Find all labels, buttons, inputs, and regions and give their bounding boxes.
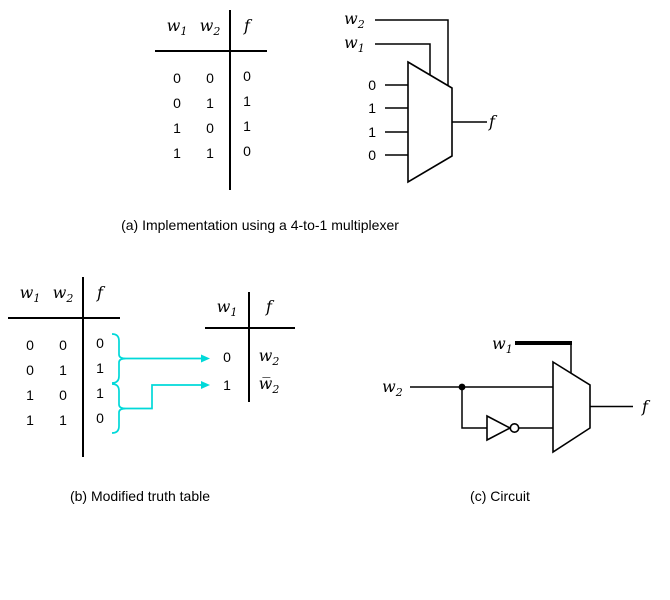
table-a-cell: 1	[173, 145, 181, 161]
table-a-cell: 0	[206, 120, 214, 136]
mux-a-data-label-0: 0	[368, 77, 376, 93]
mux-a-output-label-f: f	[489, 112, 495, 131]
table-a-header-rule	[155, 50, 267, 52]
caption-a: (a) Implementation using a 4-to-1 multip…	[121, 217, 399, 233]
table-a-cell: 0	[173, 70, 181, 86]
modified-table-cell: w̅2	[258, 374, 280, 397]
table-b-cell: 0	[59, 337, 67, 353]
table-b-cell: 1	[96, 385, 104, 401]
group-brace-bottom	[111, 383, 127, 434]
table-b-cell: 1	[59, 362, 67, 378]
mux-a-data-label-2: 1	[368, 124, 376, 140]
table-b-cell: 1	[26, 412, 34, 428]
table-b-cell: 0	[26, 362, 34, 378]
table-b-header-rule	[8, 317, 120, 319]
group-arrow-bottom-line	[126, 384, 201, 410]
group-brace-top	[111, 333, 127, 384]
table-b-cell: 0	[96, 410, 104, 426]
circuit-input-label-w2: w2	[382, 377, 403, 400]
modified-table-cell: 1	[223, 377, 231, 393]
not-gate-triangle	[486, 414, 512, 442]
mux-a-data-label-1: 1	[368, 100, 376, 116]
mux-a-select-label-w2: w2	[344, 9, 365, 32]
circuit-output-label-f: f	[642, 397, 648, 416]
truth-table-a: w1 w2 f 0 0 0 0 1 1 1 0 1 1 1 0	[155, 10, 270, 194]
modified-table-cell: w2	[258, 346, 280, 369]
mux-4to1-graphic	[375, 19, 487, 184]
table-a-cell: 1	[173, 120, 181, 136]
table-a-output-rule	[229, 10, 231, 190]
select-wire-w1	[375, 43, 431, 75]
table-b-cell: 0	[59, 387, 67, 403]
table-b-cell: 1	[59, 412, 67, 428]
mux-2to1-body	[552, 360, 591, 454]
caption-c: (c) Circuit	[470, 488, 530, 504]
mux-body	[407, 60, 453, 184]
caption-b: (b) Modified truth table	[69, 488, 211, 504]
table-a-header-w2: w2	[199, 16, 221, 39]
group-arrow-top-head	[201, 354, 210, 363]
table-a-cell: 1	[206, 145, 214, 161]
table-a-cell: 0	[173, 95, 181, 111]
select-wire-w2	[375, 19, 449, 85]
truth-table-b: w1 w2 f 0 0 0 0 1 1 1 0 1 1 1 0	[8, 277, 123, 461]
table-b-header-f: f	[97, 283, 103, 302]
table-b-cell: 0	[96, 335, 104, 351]
table-b-cell: 1	[96, 360, 104, 376]
table-a-cell: 1	[243, 93, 251, 109]
circuit-select-label-w1: w1	[492, 334, 513, 357]
table-a-cell: 0	[243, 143, 251, 159]
table-a-cell: 0	[243, 68, 251, 84]
modified-table-header-f: f	[266, 297, 272, 316]
branch-wire	[461, 387, 487, 429]
table-b-output-rule	[82, 277, 84, 457]
table-b-cell: 1	[26, 387, 34, 403]
modified-truth-table: w1 f 0 w2 1 w̅2	[205, 292, 295, 407]
table-a-cell: 1	[206, 95, 214, 111]
junction-dot	[458, 383, 466, 391]
mux-a-select-label-w1: w1	[344, 33, 365, 56]
table-a-cell: 1	[243, 118, 251, 134]
table-a-header-f: f	[244, 16, 250, 35]
circuit-graphic	[410, 341, 633, 454]
modified-table-header-rule	[205, 327, 295, 329]
grouping-links-graphic	[111, 333, 210, 434]
mux-a-data-label-3: 0	[368, 147, 376, 163]
table-a-cell: 0	[206, 70, 214, 86]
modified-table-header-w1: w1	[216, 297, 238, 320]
table-a-header-w1: w1	[166, 16, 188, 39]
modified-table-output-rule	[248, 292, 250, 402]
modified-table-cell: 0	[223, 349, 231, 365]
table-b-header-w1: w1	[19, 283, 41, 306]
table-b-cell: 0	[26, 337, 34, 353]
table-b-header-w2: w2	[52, 283, 74, 306]
group-arrow-bottom-head	[201, 381, 210, 389]
not-gate-bubble	[509, 423, 520, 434]
